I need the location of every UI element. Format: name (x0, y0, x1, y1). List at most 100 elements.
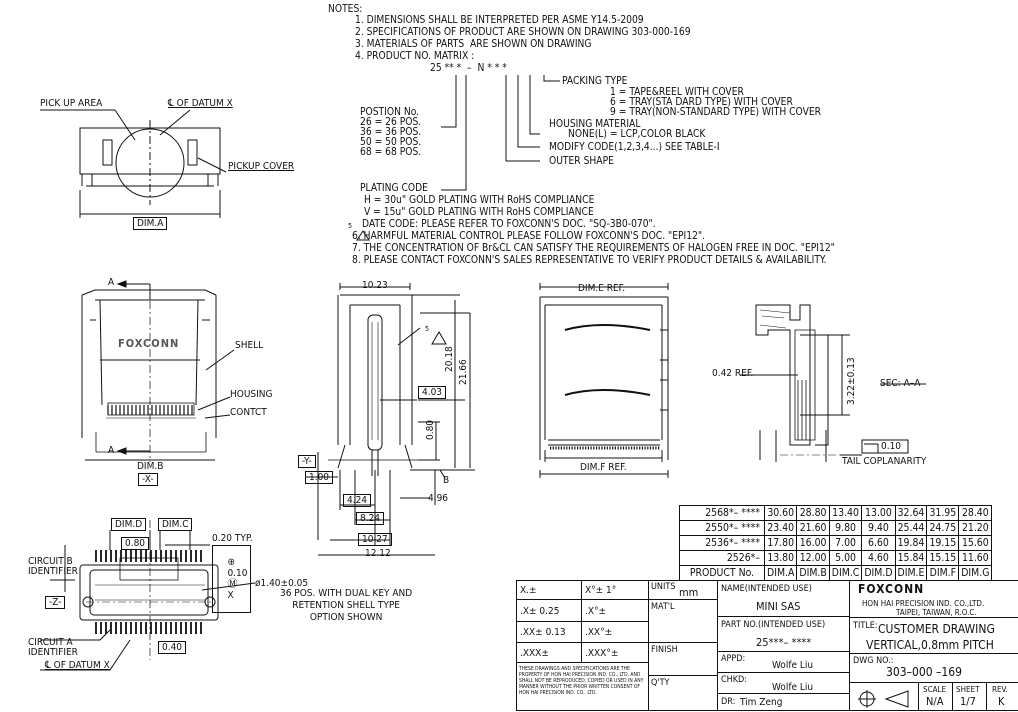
tol-3: .XXX± (520, 648, 549, 659)
dim-a-box: DIM.A (133, 217, 168, 230)
company-name: HON HAI PRECISION IND. CO.,LTD. (862, 599, 985, 608)
matl-cell: MAT'L (648, 599, 718, 643)
scale-label: SCALE (923, 685, 947, 694)
qty-label: Q'TY (651, 678, 670, 688)
rear-view-linework (539, 283, 669, 478)
tolerance-datum: X (227, 590, 234, 601)
projection-cell (849, 682, 919, 711)
dimension-cell: 32.64 (894, 505, 928, 521)
dimension-cell: 5.00 (828, 550, 863, 566)
housing-material-label: HOUSING MATERIAL (549, 119, 641, 130)
pick-up-area-label: PICK UP AREA (40, 98, 103, 109)
circuit-b-identifier: CIRCUIT B IDENTIFIER (28, 556, 78, 577)
mmc-icon: Ⓜ (227, 579, 238, 590)
dimension-cell: 16.00 (796, 535, 830, 551)
scale-value: N/A (926, 695, 944, 708)
drawing-title-line-2: VERTICAL,0.8mm PITCH (866, 638, 994, 652)
tol-x: X.± (520, 585, 537, 596)
part-number: 25***– **** (756, 636, 812, 649)
dimension-cell: 13.80 (763, 550, 798, 566)
dimension-cell: 15.60 (958, 535, 993, 551)
dr-label: DR: (721, 697, 736, 707)
note-line-2: 2. SPECIFICATIONS OF PRODUCT ARE SHOWN O… (355, 27, 691, 38)
company-address: TAIPEI, TAIWAN, R.O.C. (896, 608, 977, 617)
position-68: 68 = 68 POS. (360, 147, 422, 158)
section-a-top: A (108, 277, 115, 288)
disclaimer-text: THESE DRAWINGS AND SPECIFICATIONS ARE TH… (519, 666, 644, 696)
shell-label: SHELL (235, 340, 264, 351)
product-matrix: 25 ** * – N * * * (430, 63, 507, 74)
table-header-cell: PRODUCT No. (679, 565, 765, 581)
dimension-cell: 6.60 (861, 535, 896, 551)
chkd-label: CHKD: (721, 675, 748, 685)
dimension-cell: 23.40 (763, 520, 798, 536)
units-label: UNITS (651, 582, 676, 592)
dimension-cell: 21.20 (958, 520, 993, 536)
tol-cell: X°± 1° (581, 580, 649, 600)
sheet-cell: SHEET 1/7 (952, 682, 987, 711)
position-26: 26 = 26 POS. (360, 117, 422, 128)
matrix-leaders (441, 75, 560, 191)
tol-2b: .XX°± (585, 627, 613, 638)
foxconn-shell-logo: FOXCONN (118, 337, 180, 350)
dimension-cell: 15.15 (926, 550, 960, 566)
dim-0-80-bottom: 0.80 (121, 537, 150, 550)
rev-value: K (998, 695, 1005, 708)
dimension-cell: 31.95 (926, 505, 960, 521)
datum-x-bottom: ℄ OF DATUM X (45, 660, 110, 671)
disclaimer-cell: THESE DRAWINGS AND SPECIFICATIONS ARE TH… (516, 662, 649, 711)
foxconn-logo: FOXCONN (858, 582, 925, 596)
dimension-cell: 19.15 (926, 535, 960, 551)
note-line-3: 3. MATERIALS OF PARTS ARE SHOWN ON DRAWI… (355, 39, 592, 50)
tol-1: .X± 0.25 (520, 606, 560, 617)
side-view-linework (305, 283, 475, 556)
tol-cell: .X± 0.25 (516, 599, 582, 622)
dimension-cell: 28.40 (958, 505, 993, 521)
hole-diameter: ø1.40±0.05 (255, 578, 309, 589)
dim-10-27: 10.27 (358, 533, 392, 546)
dim-12-12: 12.12 (365, 548, 391, 559)
note-5-marker (344, 219, 370, 252)
sheet-value: 1/7 (960, 695, 976, 708)
top-view-linework (40, 109, 227, 218)
dim-0-20-typ: 0.20 TYP. (212, 533, 253, 544)
dimension-cell: 25.44 (894, 520, 928, 536)
part-cell: PART NO.(INTENDED USE) 25***– **** (717, 616, 850, 652)
note-line-5: DATE CODE: PLEASE REFER TO FOXCONN'S DOC… (362, 219, 656, 230)
notes-heading: NOTES: (328, 4, 363, 15)
product-number-cell: 2568*– **** (679, 505, 765, 521)
dimension-cell: 28.80 (796, 505, 830, 521)
product-number-cell: 2536*– **** (679, 535, 765, 551)
dimension-cell: 7.00 (828, 535, 863, 551)
dr-name: Tim Zeng (740, 697, 783, 708)
dim-e-ref: DIM.E REF. (578, 283, 626, 294)
position-title: POSTION No. (360, 107, 420, 118)
table-header-cell: DIM.B (796, 565, 830, 581)
table-header-cell: DIM.A (763, 565, 798, 581)
outer-shape: OUTER SHAPE (549, 156, 614, 167)
dim-4-03: 4.03 (418, 386, 447, 399)
table-header-cell: DIM.C (828, 565, 863, 581)
matl-label: MAT'L (651, 602, 675, 612)
third-angle-projection-icon (858, 690, 909, 708)
position-tolerance-icon: ⊕ (227, 557, 235, 568)
units-cell: UNITS mm (648, 580, 718, 600)
circuit-a-identifier: CIRCUIT A IDENTIFIER (28, 637, 78, 658)
bottom-view-linework (40, 520, 256, 671)
rev-label: REV. (992, 685, 1008, 694)
dim-b-label: DIM.B (137, 461, 164, 472)
bottom-view-caption: 36 POS. WITH DUAL KEY AND RETENTION SHEL… (280, 588, 413, 623)
note-line-1: 1. DIMENSIONS SHALL BE INTERPRETED PER A… (355, 15, 644, 26)
note-line-7: 7. THE CONCENTRATION OF Br&CL CAN SATISF… (352, 243, 835, 254)
tail-coplanarity-label: TAIL COPLANARITY (842, 456, 927, 467)
appd-name: Wolfe Liu (772, 660, 814, 671)
note-line-4: 4. PRODUCT NO. MATRIX : (355, 51, 475, 62)
position-36: 36 = 36 POS. (360, 127, 422, 138)
modify-code: MODIFY CODE(1,2,3,4...) SEE TABLE-I (549, 142, 720, 153)
packing-type-1: 1 = TAPE&REEL WITH COVER (610, 87, 744, 98)
tol-cell: .XXX°± (581, 642, 649, 663)
